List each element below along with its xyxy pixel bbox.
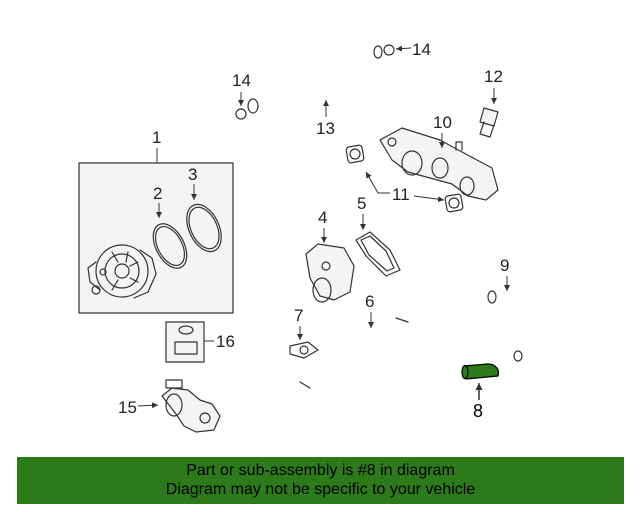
callout-10: 10: [433, 113, 452, 132]
callout-7: 7: [294, 306, 303, 325]
water-pump: [87, 244, 157, 299]
callout-4: 4: [318, 208, 327, 227]
banner-line-1: Part or sub-assembly is #8 in diagram: [186, 462, 455, 479]
banner-line-2: Diagram may not be specific to your vehi…: [165, 481, 476, 498]
thermostat-cover-4: 4: [305, 208, 355, 303]
callout-2: 2: [153, 184, 162, 203]
callout-5: 5: [357, 194, 366, 213]
coolant-flange-10: 10: [379, 113, 499, 201]
o-ring-14-left: 14: [232, 71, 251, 120]
flange-gaskets-11: 11: [345, 144, 464, 213]
callout-8: 8: [473, 401, 483, 421]
callout-11: 11: [392, 185, 410, 204]
callout-16: 16: [216, 332, 235, 351]
thermostat-cap-box: 16: [165, 321, 235, 363]
thermostat-gasket-5: 5: [355, 194, 401, 277]
callout-3: 3: [188, 165, 197, 184]
callout-13: 13: [316, 119, 335, 138]
callout-15: 15: [118, 398, 137, 417]
temperature-sensor-12: 12: [479, 67, 503, 138]
coolant-pipe-6: 6: [299, 272, 432, 389]
callout-1: 1: [152, 128, 161, 147]
callout-6: 6: [365, 292, 374, 311]
callout-14-left: 14: [232, 71, 251, 90]
callout-9: 9: [500, 256, 509, 275]
parts-diagram: 1 2 3 16: [78, 40, 542, 433]
water-pump-group: 1 2 3: [78, 128, 234, 314]
callout-12: 12: [484, 67, 503, 86]
thermostat-housing: 15: [118, 379, 221, 433]
info-banner: Part or sub-assembly is #8 in diagram Di…: [17, 457, 624, 504]
coolant-pipe-9: 9: [487, 256, 542, 362]
pipe-gasket-7: 7: [289, 306, 319, 359]
coolant-hose-8-highlighted[interactable]: 8: [461, 363, 500, 421]
o-ring-14-right: 14: [383, 40, 431, 59]
callout-14-right: 14: [412, 40, 431, 59]
coolant-pipe-13: 13: [246, 45, 384, 138]
gasket-ring-2: [152, 223, 188, 269]
gasket-ring-3: [186, 203, 222, 253]
